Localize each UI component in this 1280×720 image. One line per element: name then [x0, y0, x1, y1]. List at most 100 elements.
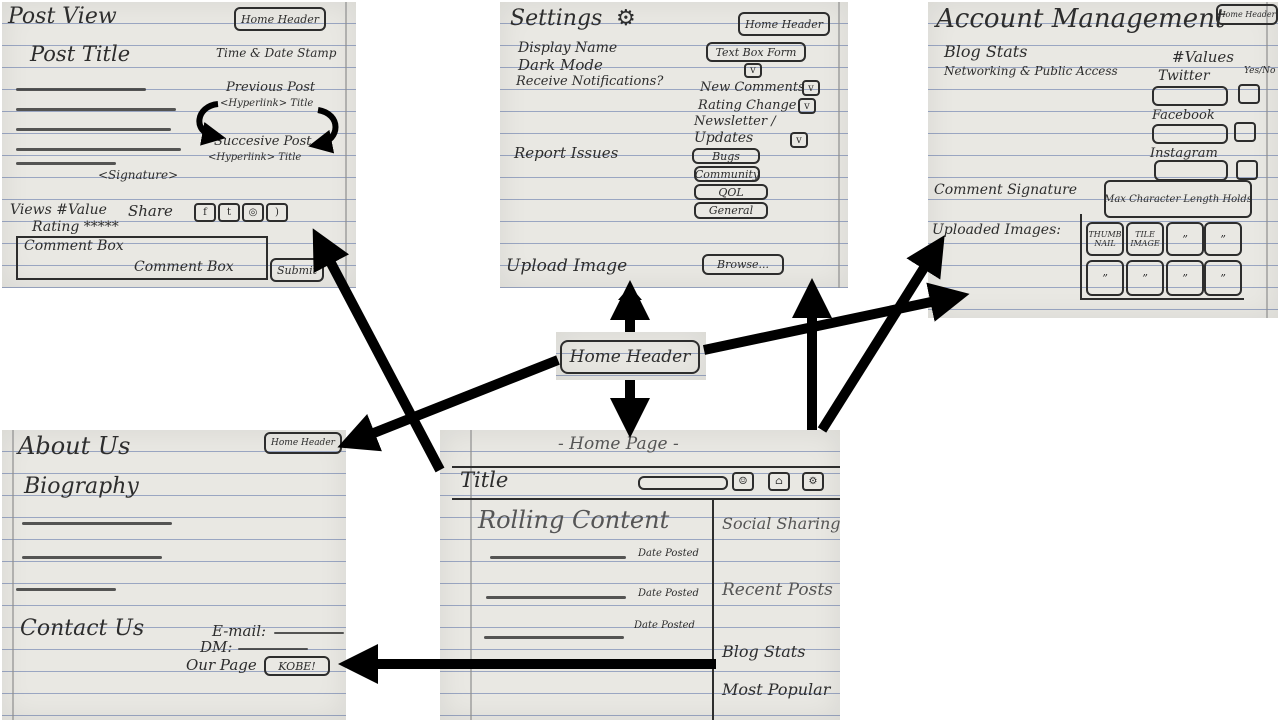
gear-icon: ⚙ [616, 6, 636, 31]
networking-label: Networking & Public Access [944, 64, 1118, 78]
post-line [490, 556, 626, 559]
comment-box[interactable] [16, 236, 268, 280]
successive-post-link[interactable]: <Hyperlink> Title [208, 152, 302, 163]
arrow-homepage-to-account [817, 235, 945, 433]
our-page-label: Our Page [186, 656, 257, 674]
dm-label: DM: [200, 638, 233, 656]
image-tile[interactable]: ” [1166, 260, 1204, 296]
twitter-input[interactable] [1152, 86, 1228, 106]
twitter-checkbox[interactable] [1238, 84, 1260, 104]
instagram-label: Instagram [1150, 146, 1218, 161]
home-header-sketch: Home Header [556, 332, 706, 380]
display-name-label: Display Name [518, 40, 618, 56]
instagram-share-icon[interactable]: ◎ [242, 203, 264, 222]
settings-title: Settings [510, 6, 603, 31]
account-management-sketch: Account Management Home Header Blog Stat… [928, 2, 1278, 318]
uploaded-images-label: Uploaded Images: [932, 222, 1061, 238]
email-value [274, 632, 344, 634]
facebook-input[interactable] [1152, 124, 1228, 144]
previous-post-link[interactable]: <Hyperlink> Title [220, 98, 314, 109]
rolling-content-label: Rolling Content [478, 506, 670, 534]
browse-button[interactable]: Browse... [702, 254, 784, 275]
sidebar-blog-stats[interactable]: Blog Stats [722, 642, 806, 661]
tile-image[interactable]: TILE IMAGE [1126, 222, 1164, 256]
arrow-successive-post [308, 107, 339, 154]
image-tile[interactable]: ” [1204, 222, 1242, 256]
body-line [16, 162, 116, 165]
successive-post-label: Succesive Post [214, 134, 312, 149]
facebook-checkbox[interactable] [1234, 122, 1256, 142]
comment-box-placeholder: Comment Box [134, 259, 234, 275]
top-bar [452, 466, 840, 500]
profile-icon[interactable]: ☺ [732, 472, 754, 491]
rating-stars[interactable]: Rating ***** [32, 219, 119, 235]
image-tile[interactable]: ” [1204, 260, 1242, 296]
image-tile[interactable]: ” [1086, 260, 1124, 296]
twitter-label: Twitter [1158, 68, 1210, 84]
image-tile[interactable]: ” [1166, 222, 1204, 256]
newsletter-label: Newsletter / [694, 114, 776, 129]
biography-line [22, 556, 162, 559]
arrow-previous-post [196, 101, 226, 146]
display-name-input[interactable]: Text Box Form [706, 42, 806, 62]
account-title: Account Management [936, 4, 1226, 34]
sidebar-most-popular[interactable]: Most Popular [722, 680, 831, 699]
arrow-homepage-to-postview [312, 228, 445, 473]
rating-change-checkbox[interactable]: v [798, 98, 816, 114]
date-posted: Date Posted [638, 548, 699, 559]
gear-icon[interactable]: ⚙ [802, 472, 824, 491]
updates-label: Updates [694, 130, 754, 146]
dm-value [238, 648, 308, 650]
twitter-share-icon[interactable]: t [218, 203, 240, 222]
settings-sketch: Settings ⚙ Home Header Display Name Text… [500, 2, 848, 288]
body-line [16, 108, 176, 111]
home-page-caption: - Home Page - [558, 434, 679, 454]
yes-no-label: Yes/No [1244, 66, 1276, 76]
qol-button[interactable]: QOL [694, 184, 768, 200]
instagram-checkbox[interactable] [1236, 160, 1258, 180]
facebook-share-icon[interactable]: f [194, 203, 216, 222]
sidebar-social-sharing[interactable]: Social Sharing [722, 514, 840, 533]
receive-notifications-label: Receive Notifications? [516, 74, 664, 89]
updates-checkbox[interactable]: v [790, 132, 808, 148]
contact-us-label: Contact Us [20, 616, 145, 641]
post-line [484, 636, 624, 639]
biography-label: Biography [24, 474, 139, 499]
comment-signature-label: Comment Signature [934, 182, 1078, 198]
home-header-button[interactable]: Home Header [560, 340, 700, 374]
new-comments-checkbox[interactable]: v [802, 80, 820, 96]
body-line [16, 128, 171, 131]
biography-line [22, 522, 172, 525]
home-header-button[interactable]: Home Header [234, 7, 326, 31]
home-icon[interactable]: ⌂ [768, 472, 790, 491]
dark-mode-checkbox[interactable]: v [744, 63, 762, 78]
body-line [16, 88, 146, 91]
community-button[interactable]: Community [694, 166, 760, 182]
share-label: Share [128, 202, 173, 220]
rss-share-icon[interactable]: ) [266, 203, 288, 222]
thumbnail-tile[interactable]: THUMB NAIL [1086, 222, 1124, 256]
arrow-header-to-about [337, 355, 560, 452]
comment-signature-input[interactable]: Max Character Length Holds [1104, 180, 1252, 218]
home-header-button[interactable]: Home Header [1216, 4, 1278, 25]
values-label: #Values [1172, 48, 1234, 66]
kobe-link[interactable]: KOBE! [264, 656, 330, 676]
facebook-label: Facebook [1152, 108, 1215, 123]
date-posted: Date Posted [638, 588, 699, 599]
rating-change-label: Rating Change [698, 98, 797, 113]
about-us-title: About Us [18, 432, 131, 460]
dark-mode-label: Dark Mode [518, 56, 603, 74]
signature: <Signature> [98, 168, 179, 182]
bugs-button[interactable]: Bugs [692, 148, 760, 164]
body-line [16, 148, 181, 151]
home-header-button[interactable]: Home Header [738, 12, 830, 36]
search-input[interactable] [638, 476, 728, 490]
site-title: Title [460, 468, 509, 492]
post-line [486, 596, 626, 599]
image-tile[interactable]: ” [1126, 260, 1164, 296]
general-button[interactable]: General [694, 202, 768, 219]
sidebar-divider [712, 498, 714, 720]
email-label: E-mail: [212, 622, 267, 640]
sidebar-recent-posts[interactable]: Recent Posts [722, 580, 833, 600]
